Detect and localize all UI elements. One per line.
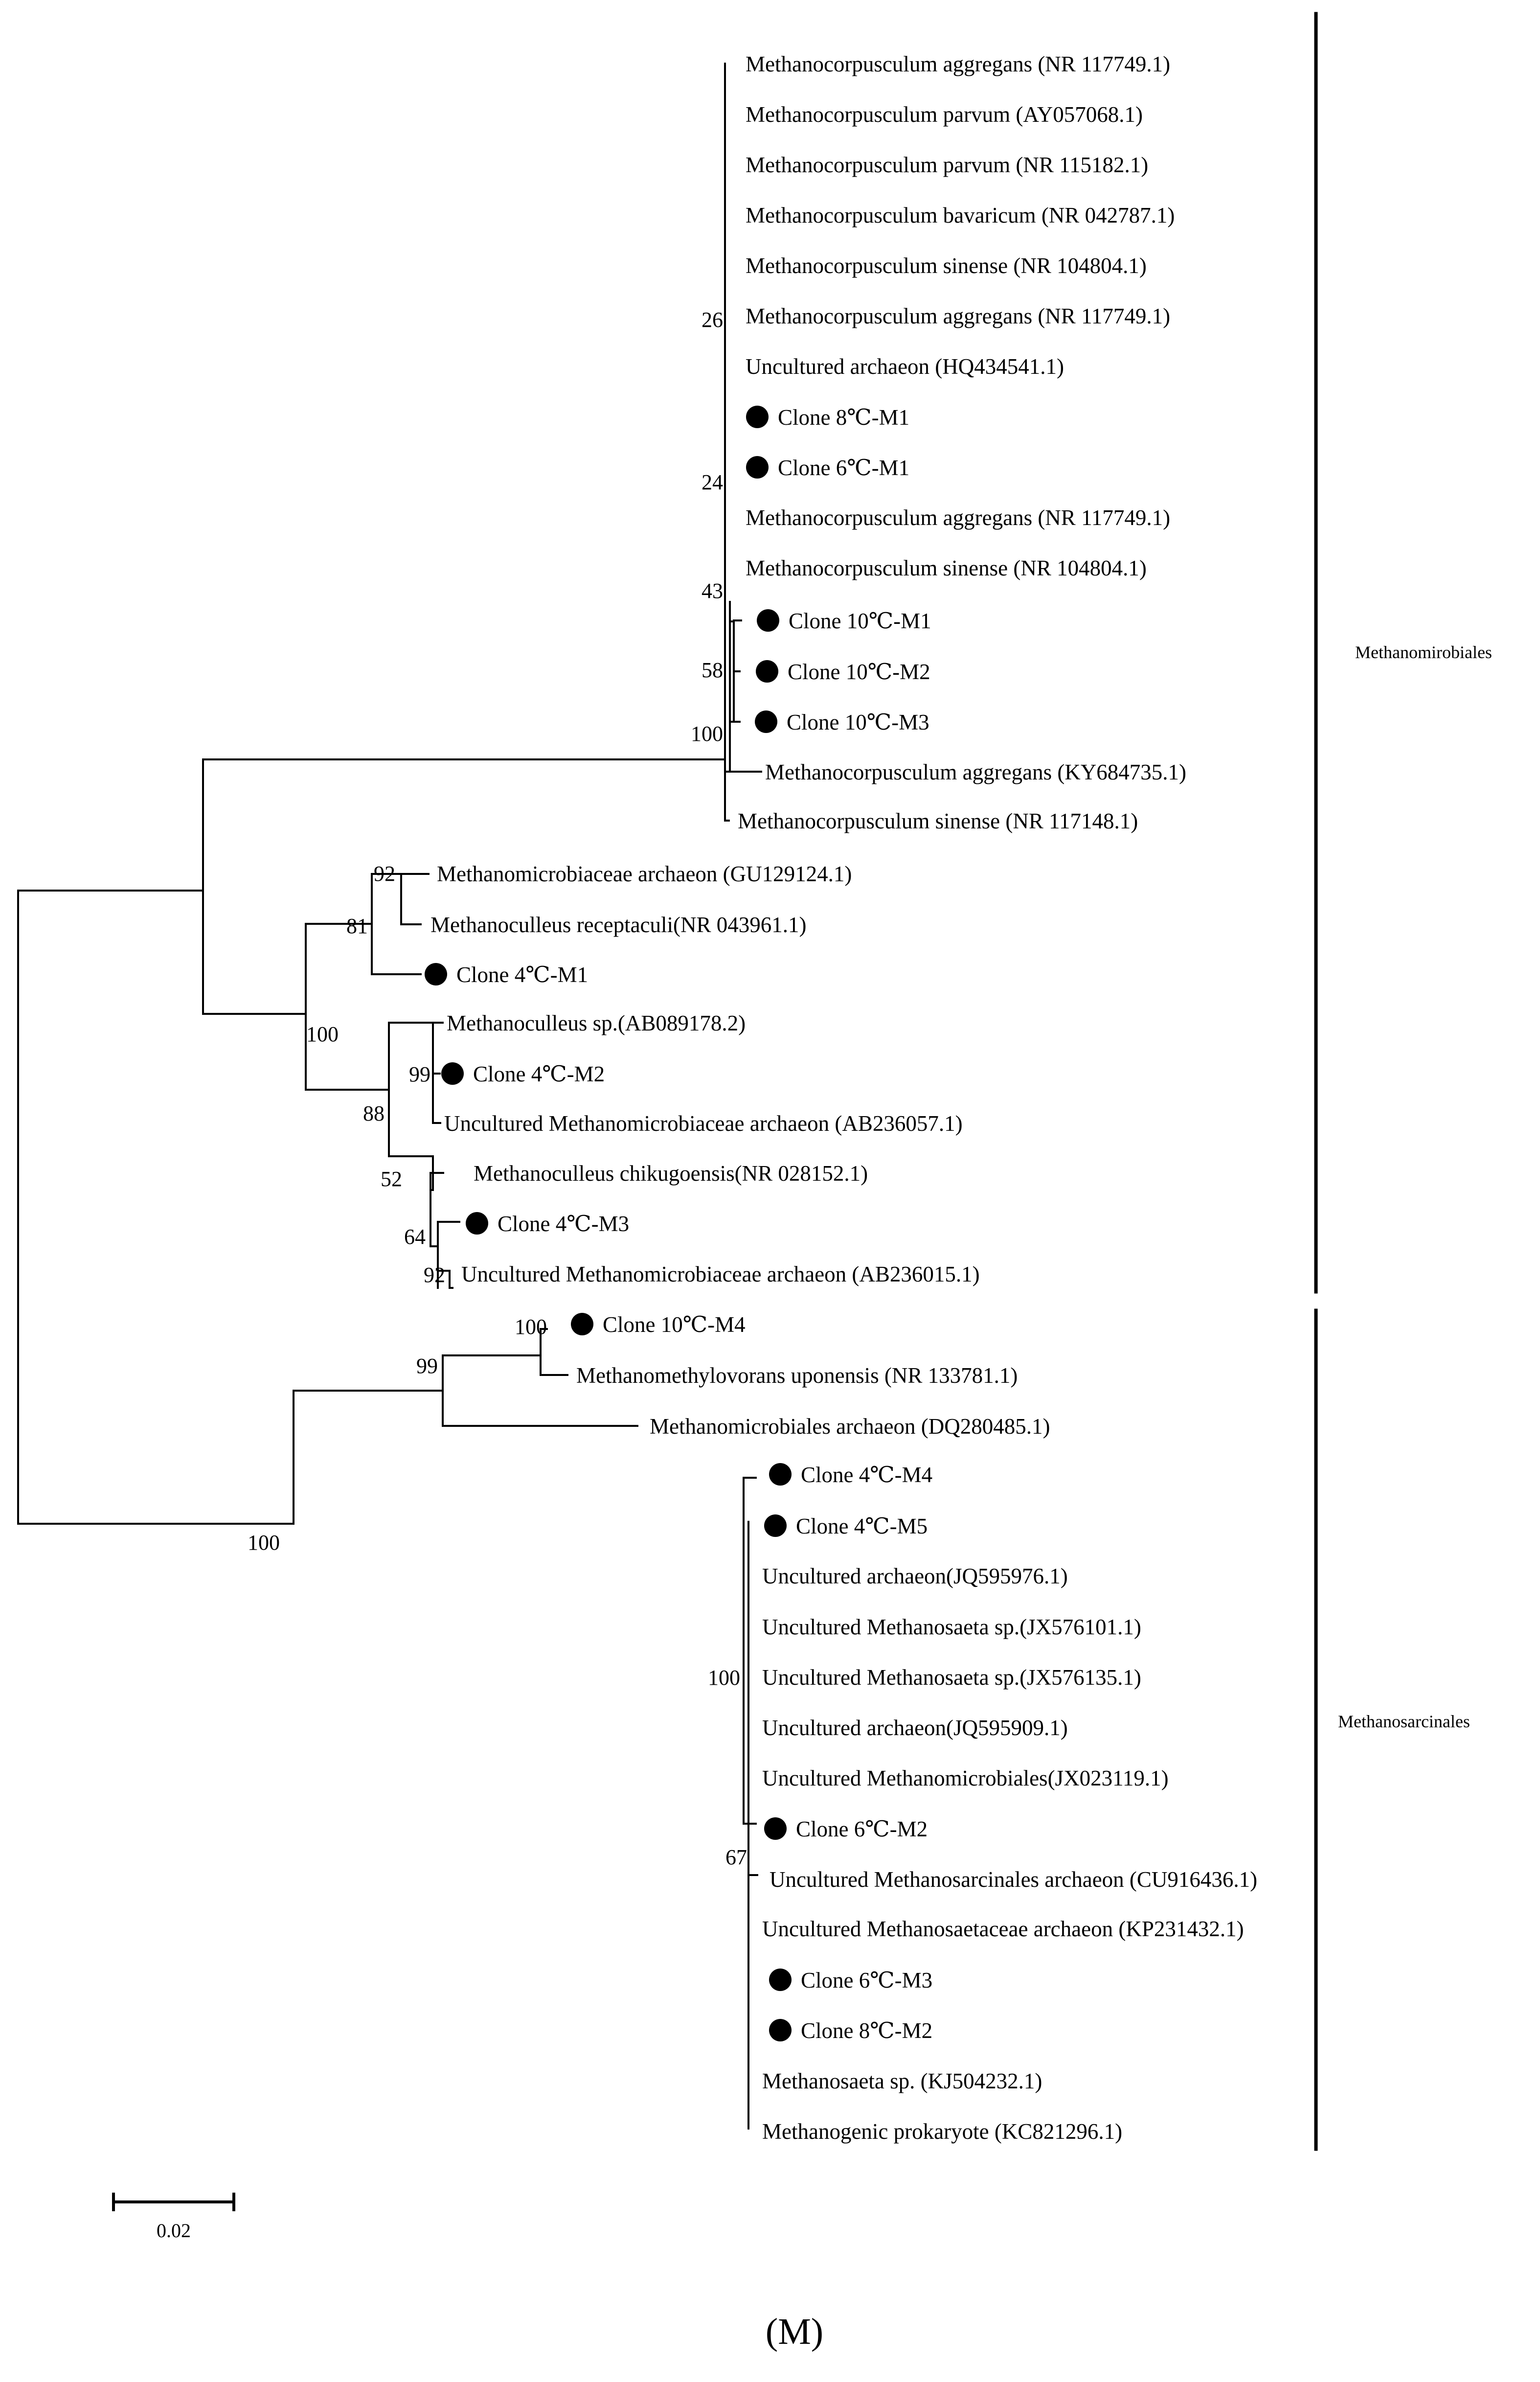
bootstrap-value: 64 (404, 1225, 426, 1249)
leaf-label: Methanocorpusculum aggregans (KY684735.1… (765, 760, 1186, 784)
bootstrap-value: 100 (515, 1315, 547, 1339)
leaf-label: Uncultured archaeon(JQ595976.1) (762, 1564, 1068, 1588)
panel-label: (M) (766, 2311, 823, 2352)
leaf-label: Methanocorpusculum aggregans (NR 117749.… (746, 52, 1170, 76)
leaf-label: Methanomicrobiales archaeon (DQ280485.1) (650, 1414, 1050, 1439)
leaf-label: Methanocorpusculum bavaricum (NR 042787.… (746, 203, 1175, 228)
bootstrap-value: 24 (702, 470, 723, 494)
leaf-label: Clone 4℃-M3 (498, 1212, 629, 1236)
leaf-label: Clone 4℃-M5 (796, 1514, 928, 1538)
leaf-label: Clone 8℃-M1 (778, 405, 909, 430)
clone-marker-icon (769, 2019, 792, 2041)
bootstrap-value: 81 (346, 914, 368, 938)
scale-bar: 0.02 (112, 2193, 235, 2242)
clone-marker-icon (466, 1212, 488, 1235)
leaf-label: Clone 10℃-M1 (789, 609, 931, 633)
clone-marker-icon (757, 609, 779, 632)
leaf-label: Uncultured Methanosarcinales archaeon (C… (770, 1867, 1257, 1892)
leaf-label: Clone 4℃-M4 (801, 1463, 932, 1487)
clone-marker-icon (769, 1969, 792, 1991)
bootstrap-value: 67 (725, 1845, 747, 1869)
leaf-label: Uncultured Methanomicrobiales(JX023119.1… (762, 1766, 1169, 1790)
leaf-label: Methanomethylovorans uponensis (NR 13378… (576, 1363, 1018, 1388)
leaf-label: Clone 6℃-M3 (801, 1968, 932, 1993)
bootstrap-value: 100 (248, 1531, 280, 1555)
leaf-label: Uncultured archaeon(JQ595909.1) (762, 1716, 1068, 1740)
clone-marker-icon (755, 710, 777, 733)
bootstrap-value: 58 (702, 658, 723, 682)
bootstrap-value: 26 (702, 308, 723, 332)
bootstrap-value: 100 (691, 722, 723, 746)
bootstrap-value: 100 (306, 1022, 339, 1046)
leaf-label: Methanocorpusculum parvum (NR 115182.1) (746, 153, 1148, 177)
leaf-label: Uncultured Methanomicrobiaceae archaeon … (444, 1111, 963, 1136)
leaf-label: Methanoculleus receptaculi(NR 043961.1) (430, 913, 807, 937)
group-label-methanomirobiales: Methanomirobiales (1355, 642, 1492, 662)
bootstrap-value: 99 (416, 1354, 438, 1378)
clone-marker-icon (746, 456, 769, 479)
leaf-label: Clone 10℃-M4 (603, 1312, 746, 1337)
leaf-label: Clone 4℃-M1 (456, 962, 588, 987)
leaf-label: Uncultured archaeon (HQ434541.1) (746, 354, 1064, 379)
leaf-label: Clone 6℃-M1 (778, 456, 909, 480)
leaf-label: Methanocorpusculum parvum (AY057068.1) (746, 102, 1143, 127)
leaf-label: Clone 8℃-M2 (801, 2018, 932, 2043)
bootstrap-values: 26 24 43 58 100 92 81 100 99 88 52 64 92 100 99 100 100 6… (248, 308, 747, 1869)
bootstrap-value: 52 (381, 1167, 402, 1191)
clone-marker-icon (571, 1313, 593, 1335)
clone-marker-icon (441, 1062, 464, 1085)
tree-branches (17, 63, 762, 2130)
leaf-label: Methanocorpusculum aggregans (NR 117749.… (746, 304, 1170, 328)
leaf-label: Uncultured Methanosaeta sp.(JX576135.1) (762, 1665, 1141, 1690)
leaf-label: Methanocorpusculum sinense (NR 117148.1) (738, 809, 1138, 833)
leaf-label: Uncultured Methanosaetaceae archaeon (KP… (762, 1917, 1244, 1941)
bootstrap-value: 100 (708, 1666, 740, 1690)
clone-marker-icon (769, 1463, 792, 1486)
scale-bar-label: 0.02 (157, 2220, 191, 2242)
leaf-label: Uncultured Methanosaeta sp.(JX576101.1) (762, 1615, 1141, 1639)
leaf-label: Methanosaeta sp. (KJ504232.1) (762, 2069, 1042, 2093)
clone-marker-icon (756, 660, 778, 683)
clone-marker-icon (746, 406, 769, 428)
leaf-label: Methanocorpusculum sinense (NR 104804.1) (746, 253, 1147, 278)
leaf-label: Clone 10℃-M3 (787, 710, 929, 734)
group-label-methanosarcinales: Methanosarcinales (1338, 1712, 1470, 1731)
bootstrap-value: 43 (702, 579, 723, 603)
leaf-label: Methanocorpusculum sinense (NR 104804.1) (746, 556, 1147, 580)
leaf-label: Methanocorpusculum aggregans (NR 117749.… (746, 505, 1170, 530)
bootstrap-value: 88 (363, 1101, 385, 1125)
clade-brackets: Methanomirobiales Methanosarcinales (1314, 12, 1492, 2151)
leaf-label: Methanomicrobiaceae archaeon (GU129124.1… (437, 862, 852, 886)
clone-marker-icon (425, 963, 447, 985)
leaf-label: Methanoculleus chikugoensis(NR 028152.1) (474, 1161, 868, 1186)
bootstrap-value: 99 (409, 1062, 430, 1086)
leaf-label: Uncultured Methanomicrobiaceae archaeon … (461, 1262, 980, 1286)
leaf-labels: Methanocorpusculum aggregans (NR 117749.… (425, 52, 1257, 2144)
leaf-label: Methanoculleus sp.(AB089178.2) (447, 1011, 746, 1035)
leaf-label: Clone 6℃-M2 (796, 1817, 928, 1841)
leaf-label: Clone 4℃-M2 (473, 1062, 605, 1086)
clone-marker-icon (764, 1817, 787, 1840)
bootstrap-value: 92 (424, 1263, 445, 1287)
clone-marker-icon (764, 1514, 787, 1537)
bootstrap-value: 92 (374, 862, 395, 886)
leaf-label: Clone 10℃-M2 (788, 660, 930, 684)
leaf-label: Methanogenic prokaryote (KC821296.1) (762, 2119, 1122, 2144)
